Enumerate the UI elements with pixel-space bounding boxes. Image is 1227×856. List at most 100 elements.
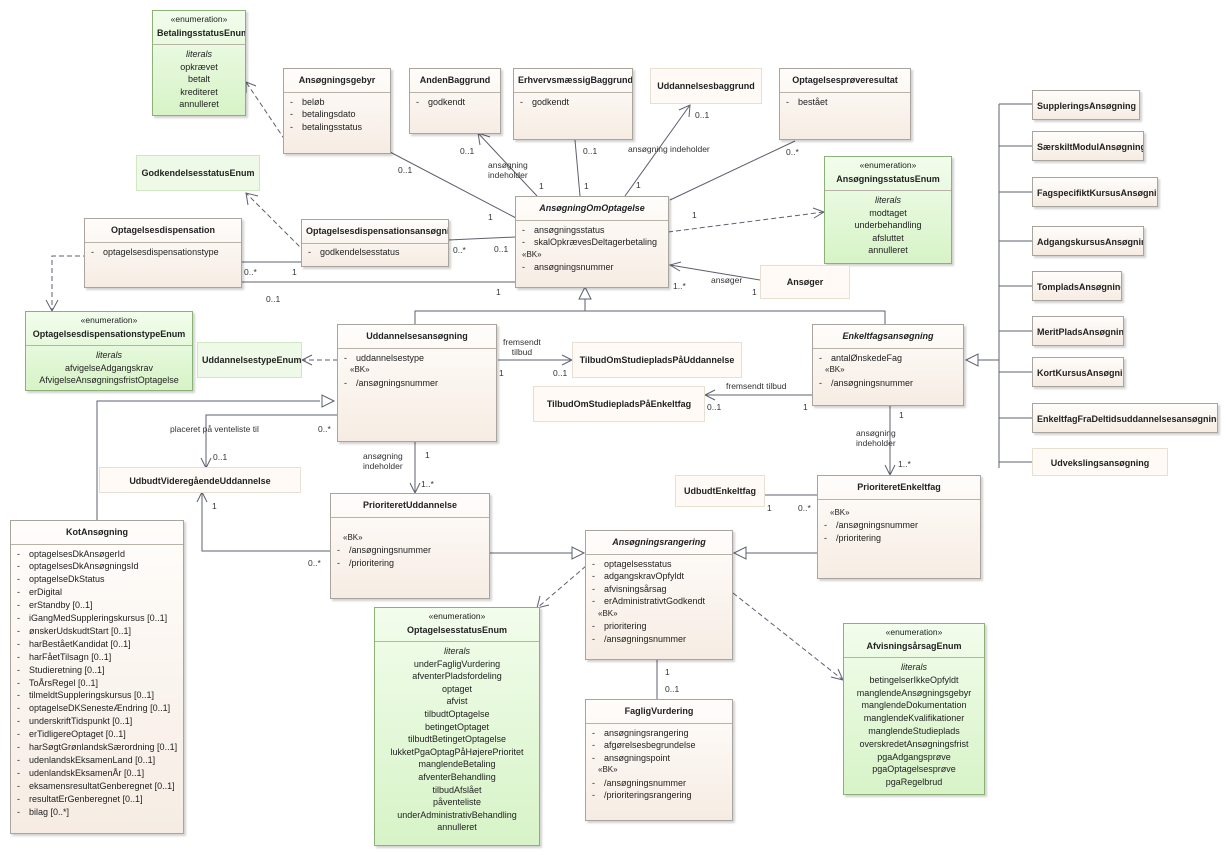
class-ansoegning-om-optagelse[interactable]: AnsøgningOmOptagelse -ansøgningsstatus -… [515, 196, 669, 288]
class-anden-baggrund[interactable]: AndenBaggrund -godkendt [409, 68, 501, 134]
attribute: ønskerUdskudtStart [0..1] [29, 625, 132, 636]
attribute: skalOpkrævesDeltagerbetaling [534, 237, 658, 247]
attribute: /ansøgningsnummer [836, 520, 919, 530]
class-name: Optagelsesprøveresultat [792, 75, 898, 85]
class-afvisningsaarsag-enum[interactable]: «enumeration» AfvisningsårsagEnum litera… [843, 623, 985, 795]
class-optagelsesdispensation[interactable]: Optagelsesdispensation -optagelsesdispen… [84, 218, 242, 288]
connector-erhverv-ansoegning [574, 139, 581, 197]
class-subtype-udvekslingsansoegning[interactable]: Udvekslingsansøgning [1032, 448, 1168, 476]
connector-gebyr-ansoegning [389, 151, 517, 219]
class-name: PrioriteretEnkeltfag [857, 482, 941, 492]
class-optagelsesproeveresultat[interactable]: Optagelsesprøveresultat -bestået [779, 68, 911, 140]
class-name: FagligVurdering [624, 706, 694, 716]
generalization-arrowhead [321, 394, 336, 408]
literal: afventerBehandling [418, 771, 496, 782]
class-enkeltfagsansoegning[interactable]: Enkeltfagsansøgning -antalØnskedeFag «BK… [812, 324, 964, 406]
stereotype-label: «enumeration» [80, 315, 138, 325]
literal: annulleret [437, 822, 477, 833]
class-ansoegningsgebyr[interactable]: Ansøgningsgebyr -beløb -betalingsdato -b… [283, 68, 391, 154]
literals-heading: literals [900, 662, 927, 672]
attribute: godkendt [532, 96, 570, 107]
generalization-arrowhead [571, 546, 586, 560]
class-godkendelsesstatus-enum[interactable]: GodkendelsesstatusEnum [136, 155, 260, 191]
attribute: /ansøgningsnummer [604, 777, 687, 788]
arrowhead [703, 389, 716, 401]
role-label: fremsendt tilbud [503, 337, 541, 357]
class-subtype-meritpladsansoegning[interactable]: MeritPladsAnsøgning [1032, 316, 1124, 346]
generalization-arrowhead [578, 285, 592, 300]
multiplicity-label: 1 [212, 501, 217, 511]
multiplicity-label: 1 [665, 667, 670, 677]
connector-anden-ansoegning [477, 132, 538, 197]
class-ansoegningsrangering[interactable]: Ansøgningsrangering -optagelsesstatus -a… [585, 530, 733, 660]
class-faglig-vurdering[interactable]: FagligVurdering -ansøgningsrangering -af… [585, 699, 733, 821]
class-tilbud-enkeltfag[interactable]: TilbudOmStudiepladsPåEnkeltfag [533, 386, 705, 422]
class-tilbud-uddannelse[interactable]: TilbudOmStudiepladsPåUddannelse [572, 342, 742, 378]
class-name: GodkendelsesstatusEnum [141, 168, 255, 178]
class-udbudt-enkeltfag[interactable]: UdbudtEnkeltfag [675, 475, 765, 507]
attribute: /ansøgningsnummer [831, 377, 914, 388]
literal: pgaAdgangsprøve [877, 751, 951, 762]
class-name: TompladsAnsøgning [1037, 282, 1122, 292]
class-name: KotAnsøgning [66, 527, 128, 537]
class-subtype-enkeltfagfradeltid[interactable]: EnkeltfagFraDeltidsuddannelsesansøgning [1032, 403, 1218, 433]
literal: opkrævet [180, 61, 218, 72]
literal: afvist [446, 696, 468, 707]
class-subtype-fagspecifiktkursusansoegning[interactable]: FagspecifiktKursusAnsøgning [1032, 177, 1158, 207]
class-subtype-suppleringsansoegning[interactable]: SuppleringsAnsøgning [1032, 90, 1140, 120]
class-ansoegningsstatus-enum[interactable]: «enumeration» AnsøgningsstatusEnum liter… [824, 156, 952, 264]
bk-stereotype: «BK» [598, 765, 618, 774]
class-name: SærskiltModulAnsøgning [1037, 142, 1144, 152]
multiplicity-label: 1 [584, 181, 589, 191]
class-name: OptagelsesdispensationstypeEnum [32, 328, 186, 339]
class-ansoeger[interactable]: Ansøger [760, 265, 850, 299]
class-optagelsesdispensationsansoegning[interactable]: Optagelsesdispensationsansøgning -godken… [301, 219, 449, 267]
class-name: AnsøgningOmOptagelse [539, 203, 645, 213]
class-subtype-saerskiltmodulansoegning[interactable]: SærskiltModulAnsøgning [1032, 131, 1144, 161]
literal: manglendeDokumentation [861, 700, 967, 711]
attribute: Studieretning [0..1] [29, 664, 105, 675]
class-erhvervsmaessig-baggrund[interactable]: ErhvervsmæssigBaggrund -godkendt [513, 68, 633, 140]
class-optagelsesdispensationstype-enum[interactable]: «enumeration» Optagelsesdispensationstyp… [25, 311, 193, 391]
class-uddannelsesansoegning[interactable]: Uddannelsesansøgning -uddannelsestype «B… [337, 324, 497, 442]
bk-stereotype: «BK» [343, 532, 363, 542]
connector-gebyr-betalingsstatus [245, 81, 286, 141]
literal: lukketPgaOptagPåHøjerePrioritet [390, 746, 524, 757]
literals-heading: literals [185, 49, 212, 59]
class-name: Uddannelsesansøgning [366, 331, 468, 341]
class-optagelsesstatus-enum[interactable]: «enumeration» OptagelsesstatusEnum liter… [374, 607, 540, 846]
generalization-arrowhead [732, 546, 747, 560]
class-prioriteret-enkeltfag[interactable]: PrioriteretEnkeltfag «BK» -/ansøgningsnu… [817, 475, 981, 579]
class-subtype-tompladsansoegning[interactable]: TompladsAnsøgning [1032, 271, 1122, 301]
multiplicity-label: 0..1 [707, 402, 722, 412]
class-uddannelsesbaggrund[interactable]: Uddannelsesbaggrund [650, 68, 762, 104]
attribute: /ansøgningsnummer [349, 545, 432, 555]
arrowhead [300, 354, 313, 366]
class-subtype-adgangskursusansoegning[interactable]: AdgangskursusAnsøgning [1032, 226, 1144, 256]
multiplicity-label: 0..1 [665, 684, 680, 694]
attribute: optagelseDKSenesteÆndring [0..1] [29, 703, 171, 714]
literals-heading: literals [443, 646, 470, 656]
class-betalingsstatus-enum[interactable]: «enumeration» BetalingsstatusEnum litera… [152, 10, 246, 116]
class-name: AndenBaggrund [419, 75, 491, 85]
attribute: bestået [798, 96, 828, 107]
attribute: ansøgningsrangering [604, 727, 689, 738]
literal: tilbudtBetingetOptagelse [407, 734, 507, 745]
class-subtype-kortkursusansoegning[interactable]: KortKursusAnsøgning [1032, 357, 1124, 387]
connector-uddbagg-ansoegning [624, 104, 691, 197]
class-uddannelsestype-enum[interactable]: UddannelsestypeEnum [197, 342, 302, 378]
class-udbudt-videregaaende[interactable]: UdbudtVideregåendeUddannelse [99, 467, 301, 493]
connector-optstatus-enum [536, 565, 587, 609]
literals-heading: literals [874, 195, 901, 205]
literal: pgaOptagelsesprøve [872, 764, 956, 775]
literals-heading: literals [95, 350, 122, 360]
attribute: betalingsstatus [302, 121, 363, 132]
class-name: Ansøgningsgebyr [298, 75, 376, 85]
class-kot-ansoegning[interactable]: KotAnsøgning -optagelsesDkAnsøgerId -opt… [10, 520, 184, 834]
attribute: /prioritering [349, 557, 395, 568]
attribute: erDigital [29, 587, 63, 598]
class-prioriteret-uddannelse[interactable]: PrioriteretUddannelse «BK» -/ansøgningsn… [330, 493, 490, 599]
attribute: prioritering [604, 621, 647, 631]
class-name: AdgangskursusAnsøgning [1037, 237, 1144, 247]
attribute: eksamensresultatGenberegnet [0..1] [29, 780, 175, 791]
